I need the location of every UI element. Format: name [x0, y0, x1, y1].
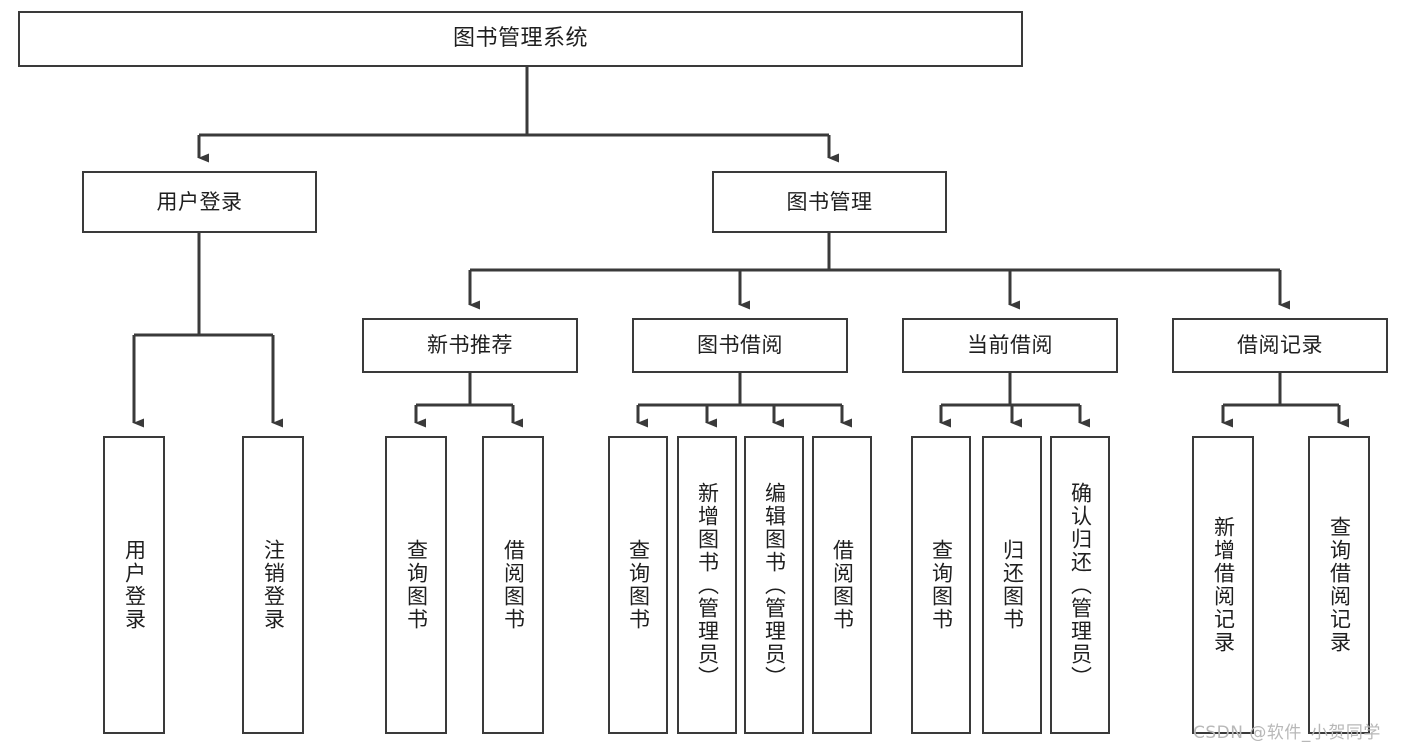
node-leaf-leaf-borrow-book-2[interactable]: 借阅图书	[812, 436, 872, 734]
node-label: 查询图书	[929, 539, 954, 631]
node-leaf-leaf-query-book-1[interactable]: 查询图书	[385, 436, 447, 734]
node-leaf-leaf-query-book-2[interactable]: 查询图书	[608, 436, 668, 734]
node-label: 查询借阅记录	[1327, 516, 1352, 654]
node-leaf-leaf-user-login[interactable]: 用户登录	[103, 436, 165, 734]
node-level2-book-borrow[interactable]: 图书借阅	[632, 318, 848, 373]
node-level2-borrow-record[interactable]: 借阅记录	[1172, 318, 1388, 373]
node-label: 用户登录	[156, 189, 243, 214]
node-root[interactable]: 图书管理系统	[18, 11, 1023, 67]
node-label: 用户登录	[122, 539, 147, 631]
node-label: 归还图书	[1000, 539, 1025, 631]
node-leaf-leaf-query-book-3[interactable]: 查询图书	[911, 436, 971, 734]
node-label: 图书管理	[786, 189, 873, 214]
node-label: 注销登录	[261, 539, 286, 631]
node-label: 新增图书（管理员）	[695, 481, 720, 689]
node-leaf-leaf-confirm-return-admin[interactable]: 确认归还（管理员）	[1050, 436, 1110, 734]
node-label: 借阅图书	[830, 539, 855, 631]
node-level1-book-manage[interactable]: 图书管理	[712, 171, 947, 233]
node-leaf-leaf-borrow-book-1[interactable]: 借阅图书	[482, 436, 544, 734]
node-leaf-leaf-query-borrow-record[interactable]: 查询借阅记录	[1308, 436, 1370, 734]
node-level1-user-login[interactable]: 用户登录	[82, 171, 317, 233]
node-label: 图书借阅	[697, 333, 783, 358]
node-leaf-leaf-return-book[interactable]: 归还图书	[982, 436, 1042, 734]
node-label: 借阅图书	[501, 539, 526, 631]
node-label: 图书管理系统	[452, 26, 588, 52]
node-label: 当前借阅	[967, 333, 1053, 358]
node-label: 查询图书	[626, 539, 651, 631]
node-leaf-leaf-add-borrow-record[interactable]: 新增借阅记录	[1192, 436, 1254, 734]
node-level2-current-borrow[interactable]: 当前借阅	[902, 318, 1118, 373]
node-label: 新书推荐	[427, 333, 513, 358]
node-leaf-leaf-edit-book-admin[interactable]: 编辑图书（管理员）	[744, 436, 804, 734]
node-label: 新增借阅记录	[1211, 516, 1236, 654]
node-level2-new-book-recommend[interactable]: 新书推荐	[362, 318, 578, 373]
node-label: 查询图书	[404, 539, 429, 631]
node-label: 编辑图书（管理员）	[762, 481, 787, 689]
watermark-csdn: CSDN @软件_小贺同学	[1193, 723, 1381, 743]
node-label: 确认归还（管理员）	[1068, 481, 1093, 689]
node-leaf-leaf-add-book-admin[interactable]: 新增图书（管理员）	[677, 436, 737, 734]
node-leaf-leaf-user-logout[interactable]: 注销登录	[242, 436, 304, 734]
node-label: 借阅记录	[1237, 333, 1323, 358]
